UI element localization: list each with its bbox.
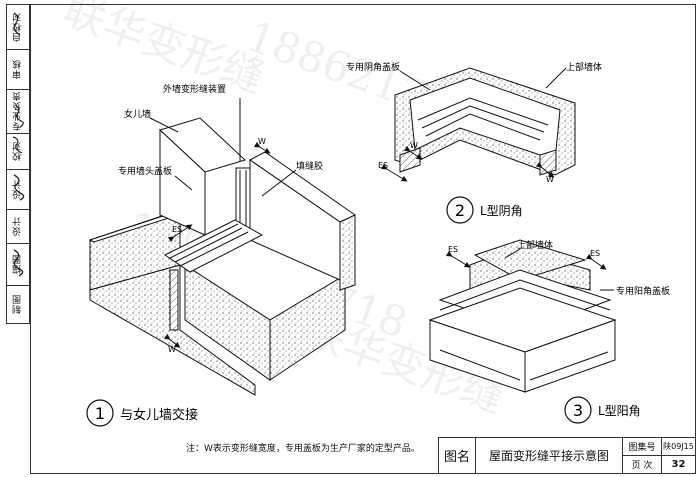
dim-w-2b: W — [546, 175, 554, 184]
atlas-label: 图集号 — [623, 438, 662, 456]
sidebar-cell-7: 描图 — [7, 243, 29, 286]
page-value: 32 — [671, 459, 686, 470]
dim-w-1b: W — [168, 345, 176, 354]
label-cap: 专用墙头盖板 — [118, 165, 172, 177]
label-filler: 填缝胶 — [296, 160, 323, 172]
dim-w-1a: W — [258, 137, 266, 146]
dim-es-3a: ES — [448, 245, 458, 254]
diagram-caption-1: 与女儿墙交接 — [120, 407, 198, 423]
label-cover-2: 专用阴角盖板 — [346, 61, 400, 73]
label-wall-device: 外墙变形缝装置 — [163, 83, 226, 95]
drawing-note: 注：W表示变形缝宽度，专用盖板为生产厂家的定型产品。 — [186, 444, 420, 454]
atlas-value: 陕09J15 — [662, 438, 695, 456]
diagram-number-circle-2 — [446, 196, 474, 224]
diagram-1-parapet-junction — [88, 98, 356, 396]
title-block: 图名 屋面变形缝平接示意图 图集号 陕09J15 页 次 32 — [438, 437, 695, 473]
sidebar-cell-3: 专业负责 — [7, 89, 29, 134]
diagram-3-l-external-corner — [428, 239, 617, 393]
diagram-2-l-internal-corner — [380, 67, 576, 182]
sidebar-cell-1: 自校对 — [7, 5, 29, 50]
sidebar-cell-6: 设计 — [7, 209, 29, 244]
signature-column: 自校对 审核 专业负责 校对 设计 设计 描图 制图 — [6, 4, 30, 324]
title-label: 图名 — [439, 438, 476, 473]
diagram-caption-3: L型阳角 — [598, 404, 641, 418]
sidebar-cell-4: 校对 — [7, 133, 29, 170]
dim-es-1: ES — [172, 225, 182, 234]
dim-es-2: ES — [378, 161, 388, 170]
dim-es-3b: ES — [590, 249, 600, 258]
diagram-number-circle-3 — [564, 396, 592, 424]
drawing-title: 屋面变形缝平接示意图 — [476, 438, 623, 473]
handwritten-signatures — [12, 12, 25, 277]
dim-w-2a: W — [410, 141, 418, 150]
drawing-frame — [30, 4, 696, 474]
sidebar-cell-5: 设计 — [7, 169, 29, 210]
label-upper-wall-2: 上部墙体 — [566, 61, 602, 73]
diagram-number-2: 2 — [455, 201, 465, 220]
sidebar-cell-2: 审核 — [7, 49, 29, 90]
label-upper-wall-3: 上部墙体 — [517, 239, 553, 251]
diagram-number-circle-1 — [86, 399, 114, 427]
label-cover-3: 专用阳角盖板 — [616, 285, 670, 297]
page-label: 页 次 — [623, 456, 662, 473]
diagram-number-3: 3 — [573, 401, 583, 420]
diagram-number-1: 1 — [95, 404, 105, 423]
diagram-caption-2: L型阴角 — [480, 204, 523, 218]
label-parapet: 女儿墙 — [124, 108, 151, 120]
